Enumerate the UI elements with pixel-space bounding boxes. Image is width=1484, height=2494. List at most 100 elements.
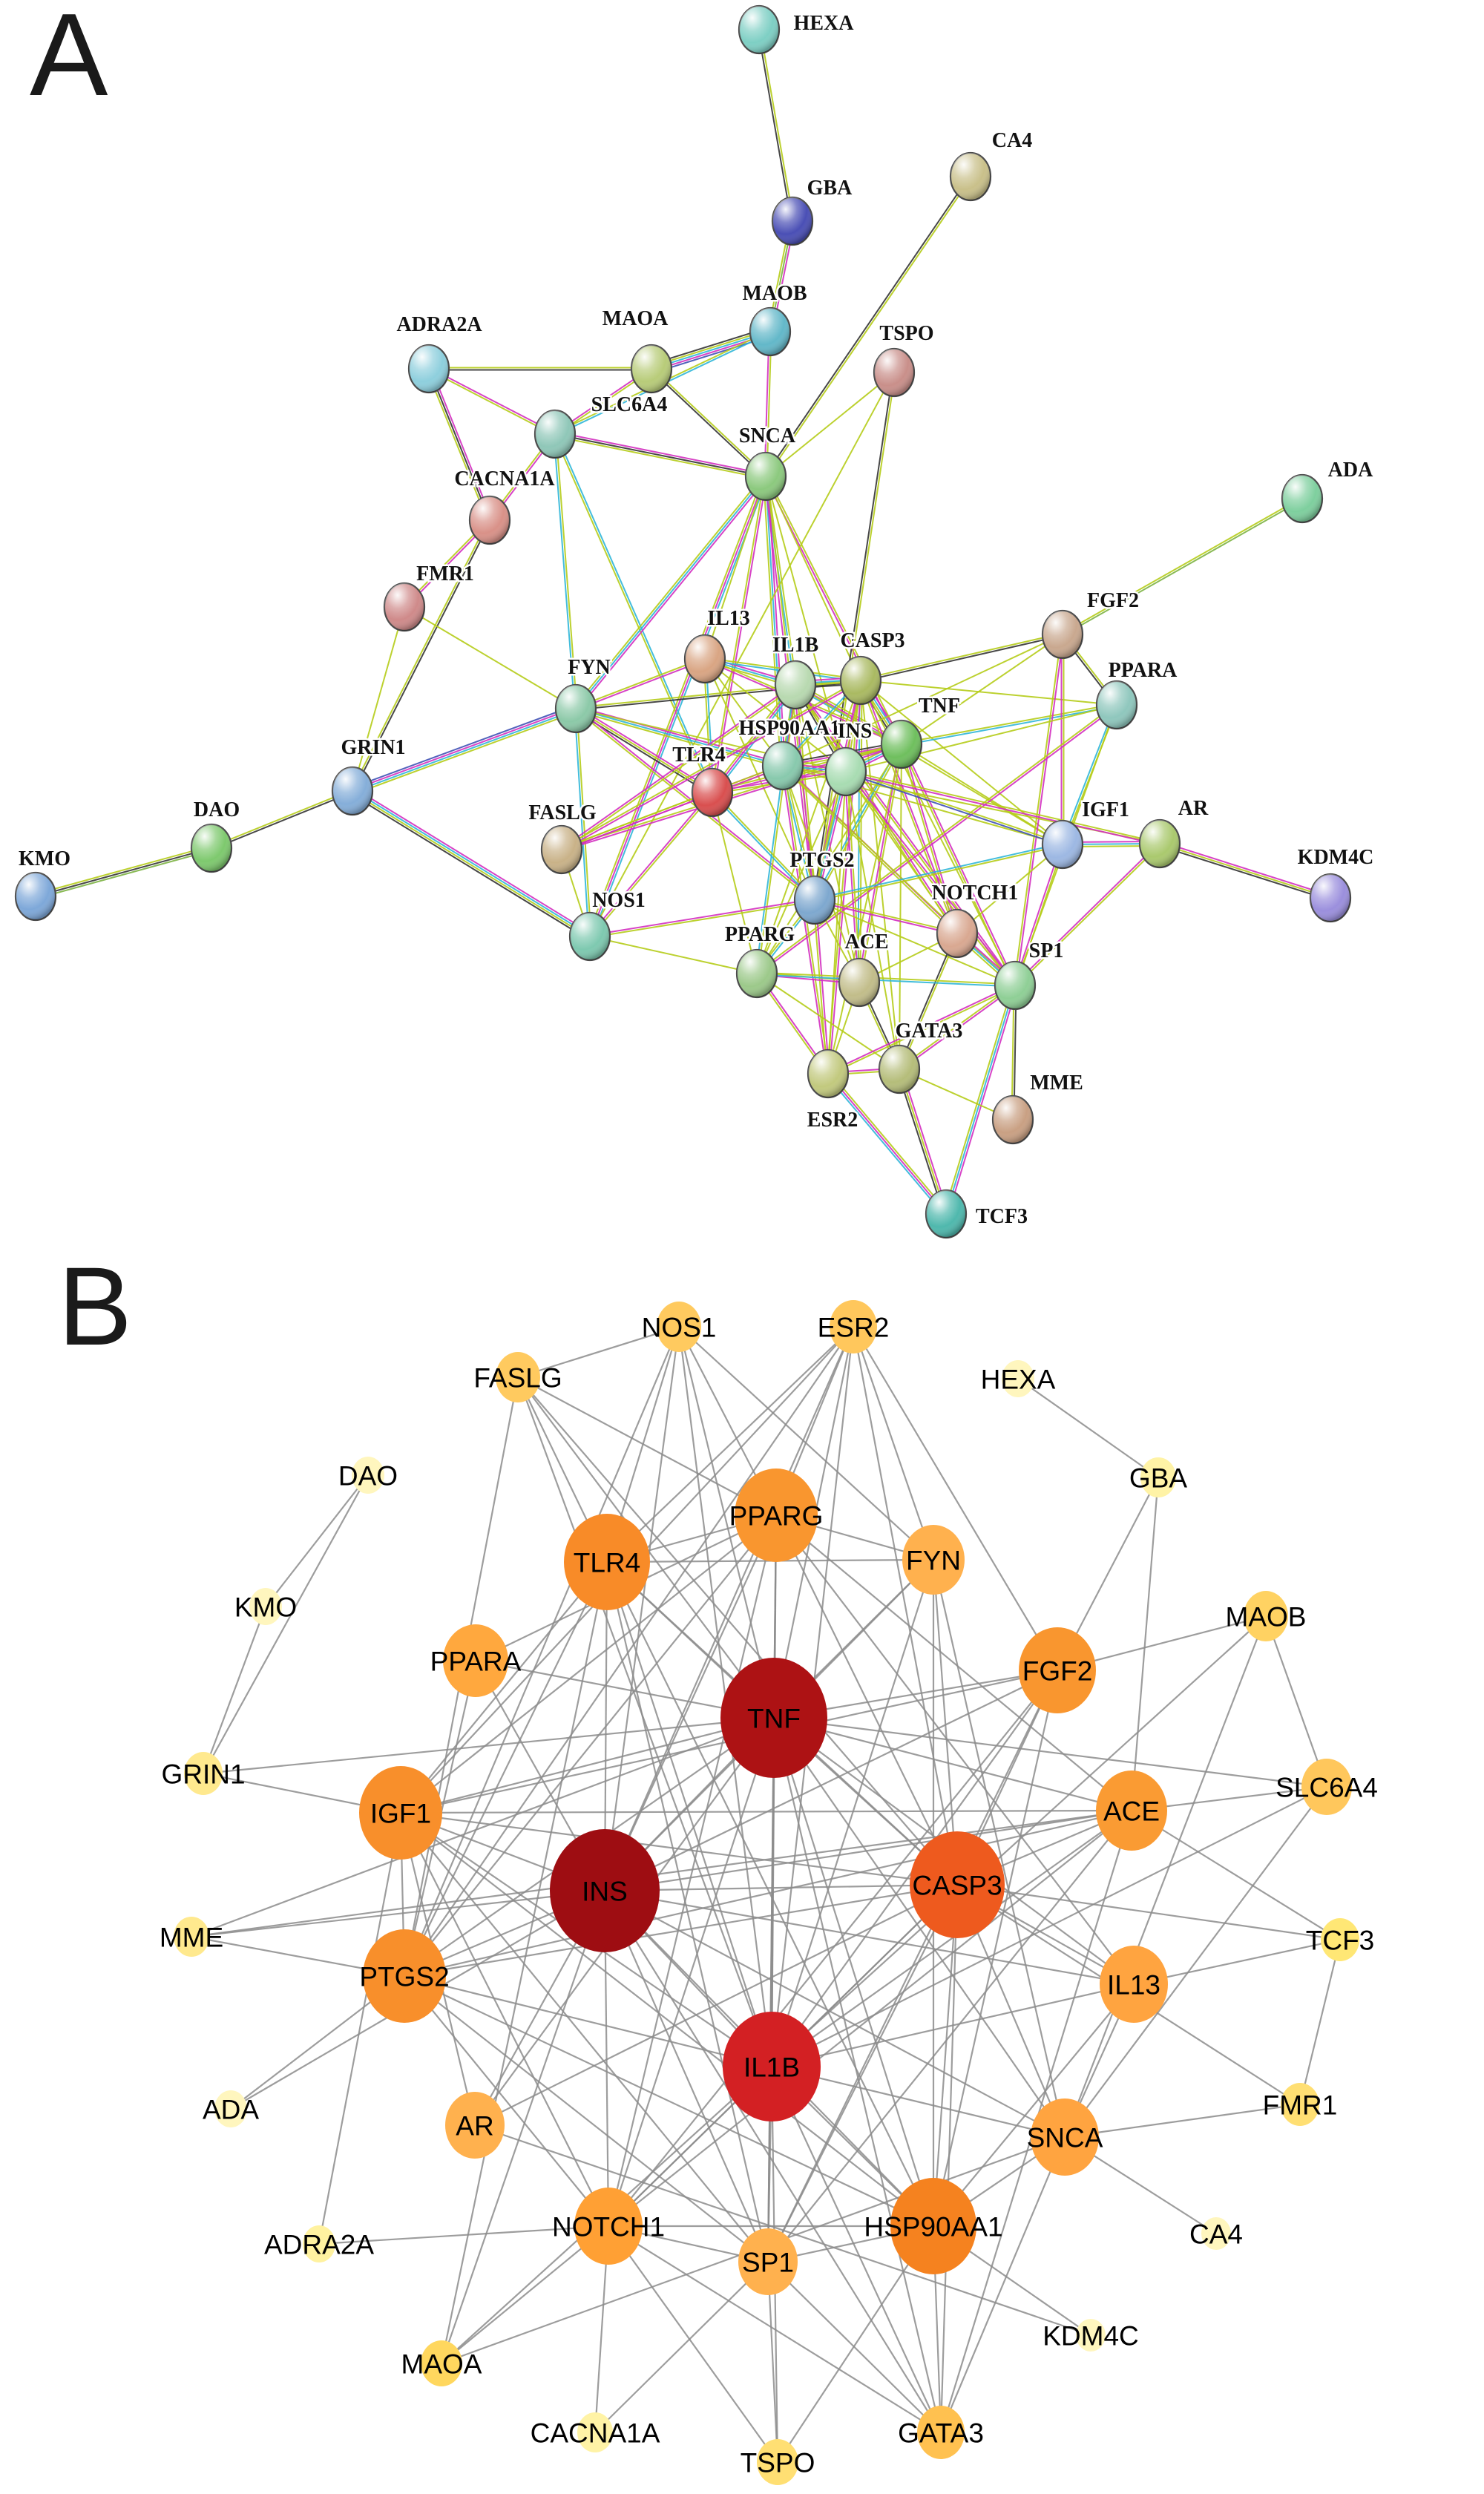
ppi-edge-SNCA-TSPO xyxy=(765,372,895,477)
hub-edge-TNF-ACE xyxy=(773,1716,1132,1812)
hub-label-TSPO: TSPO xyxy=(741,2447,815,2478)
ppi-edge-TNF-FGF2 xyxy=(901,634,1063,745)
ppi-edge-TLR4-PTGS2 xyxy=(711,792,815,902)
hub-edge-TLR4-PTGS2 xyxy=(404,1561,608,1977)
hub-edge-IL13-TCF3 xyxy=(1133,1938,1341,1986)
hub-edge-IL1B-ACE xyxy=(771,1810,1132,2067)
hub-edge-NOTCH1-TSPO xyxy=(608,2225,778,2463)
protein-node-GATA3 xyxy=(878,1044,921,1095)
protein-node-TNF xyxy=(880,719,923,769)
hub-node-NOS1 xyxy=(657,1302,701,1352)
ppi-edge-CACNA1A-GRIN1 xyxy=(350,519,490,791)
hub-label-HEXA: HEXA xyxy=(981,1364,1056,1394)
protein-node-FASLG xyxy=(540,824,583,875)
ppi-edge-PPARG-SP1 xyxy=(756,974,1015,988)
protein-label-HEXA: HEXA xyxy=(794,12,855,35)
hub-edge-IGF1-SP1 xyxy=(400,1812,769,2262)
hub-label-ADRA2A: ADRA2A xyxy=(264,2229,374,2260)
ppi-edge-FYN-HSP90AA1 xyxy=(575,708,784,767)
protein-label-CASP3: CASP3 xyxy=(840,629,904,652)
protein-node-ESR2 xyxy=(807,1049,850,1099)
hub-node-TCF3 xyxy=(1321,1918,1359,1961)
protein-label-GRIN1: GRIN1 xyxy=(341,736,405,759)
hub-node-FYN xyxy=(902,1525,965,1595)
protein-node-FYN xyxy=(554,683,597,734)
protein-ball-gloss-MAOB xyxy=(750,308,790,355)
ppi-edge-ADRA2A-CACNA1A xyxy=(430,367,493,520)
ppi-edge-HSP90AA1-NOTCH1 xyxy=(781,766,957,935)
hub-edge-NOTCH1-ADRA2A xyxy=(318,2225,609,2245)
protein-label-SP1: SP1 xyxy=(1029,939,1064,962)
hub-label-NOTCH1: NOTCH1 xyxy=(552,2211,665,2242)
protein-ball-gloss-CACNA1A xyxy=(470,496,510,544)
hub-edge-TNF-NOTCH1 xyxy=(607,1717,775,2227)
ppi-edge-SNCA-NOS1 xyxy=(591,476,769,938)
ppi-edge-AR-KDM4C xyxy=(1159,843,1331,899)
panel-b-edge-layer xyxy=(191,1325,1342,2463)
protein-node-TLR4 xyxy=(691,767,734,818)
hub-edge-FGF2-NOTCH1 xyxy=(608,1670,1058,2227)
ppi-edge-SP1-TCF3 xyxy=(943,984,1014,1214)
hub-label-SLC6A4: SLC6A4 xyxy=(1275,1772,1378,1802)
protein-ball-gloss-ESR2 xyxy=(808,1050,848,1097)
ppi-edge-TLR4-FASLG xyxy=(561,790,712,850)
ppi-edge-TNF-PPARA xyxy=(902,705,1117,746)
hub-edge-FGF2-ESR2 xyxy=(853,1326,1058,1671)
hub-node-GBA xyxy=(1140,1457,1176,1497)
hub-edge-TNF-SNCA xyxy=(773,1717,1066,2138)
protein-node-NOS1 xyxy=(568,911,611,962)
hub-edge-PPARG-FASLG xyxy=(517,1376,777,1516)
hub-node-PPARG xyxy=(735,1468,818,1562)
hub-node-GRIN1 xyxy=(184,1752,223,1795)
hub-edge-KMO-GRIN1 xyxy=(202,1606,267,1774)
hub-node-FASLG xyxy=(496,1352,540,1402)
ppi-edge-TNF-PPARA xyxy=(901,703,1117,744)
protein-label-MAOB: MAOB xyxy=(742,282,807,305)
ppi-edge-INS-GATA3 xyxy=(845,771,900,1070)
protein-node-IL13 xyxy=(683,634,726,684)
hub-node-KDM4C xyxy=(1076,2319,1106,2352)
hub-label-TNF: TNF xyxy=(747,1703,801,1733)
ppi-edge-GRIN1-FYN xyxy=(351,704,575,789)
protein-ball-gloss-PPARG xyxy=(737,950,777,997)
ppi-edge-TNF-PTGS2 xyxy=(815,744,904,902)
ppi-edge-SP1-TCF3 xyxy=(945,985,1016,1215)
ppi-edge-CASP3-FASLG xyxy=(562,680,862,852)
hub-label-INS: INS xyxy=(582,1876,628,1906)
ppi-edge-CASP3-FGF2 xyxy=(861,634,1063,683)
ppi-edge-IL1B-PTGS2 xyxy=(793,685,815,901)
hub-node-ESR2 xyxy=(830,1300,877,1353)
protein-node-HEXA xyxy=(738,4,781,55)
hub-label-MAOB: MAOB xyxy=(1226,1601,1307,1632)
protein-ball-gloss-TSPO xyxy=(874,349,914,396)
protein-ball-gloss-DAO xyxy=(191,824,232,872)
ppi-edge-GRIN1-NOS1 xyxy=(352,789,591,936)
protein-label-ADA: ADA xyxy=(1328,459,1373,482)
ppi-edge-SP1-ESR2 xyxy=(827,983,1015,1074)
protein-ball-gloss-IL1B xyxy=(775,661,815,709)
hub-edge-ACE-IGF1 xyxy=(400,1809,1132,1814)
ppi-edge-CASP3-ACE xyxy=(859,680,863,983)
hub-label-ACE: ACE xyxy=(1103,1796,1160,1826)
protein-node-GRIN1 xyxy=(331,766,374,816)
protein-ball-gloss-TCF3 xyxy=(926,1190,966,1238)
protein-ball-gloss-GRIN1 xyxy=(332,767,372,815)
protein-node-INS xyxy=(824,746,867,797)
ppi-edge-AR-KDM4C xyxy=(1160,841,1332,897)
panel-a-node-layer xyxy=(14,4,1352,1239)
ppi-edge-IL1B-SP1 xyxy=(795,683,1017,985)
hub-edge-INS-ACE xyxy=(604,1809,1132,1892)
hub-node-SLC6A4 xyxy=(1301,1759,1352,1815)
protein-label-CA4: CA4 xyxy=(992,129,1032,152)
hub-edge-CASP3-PTGS2 xyxy=(404,1883,958,1978)
hub-node-CA4 xyxy=(1201,2217,1231,2250)
hub-label-IL1B: IL1B xyxy=(743,2052,800,2082)
protein-node-SLC6A4 xyxy=(533,409,577,459)
protein-node-CACNA1A xyxy=(468,495,511,545)
ppi-edge-NOS1-PPARG xyxy=(589,936,758,974)
hub-node-AR xyxy=(445,2092,505,2159)
ppi-edge-SNCA-FYN xyxy=(573,474,765,708)
hub-node-HSP90AA1 xyxy=(890,2178,976,2274)
ppi-edge-PTGS2-NOTCH1 xyxy=(814,900,957,936)
